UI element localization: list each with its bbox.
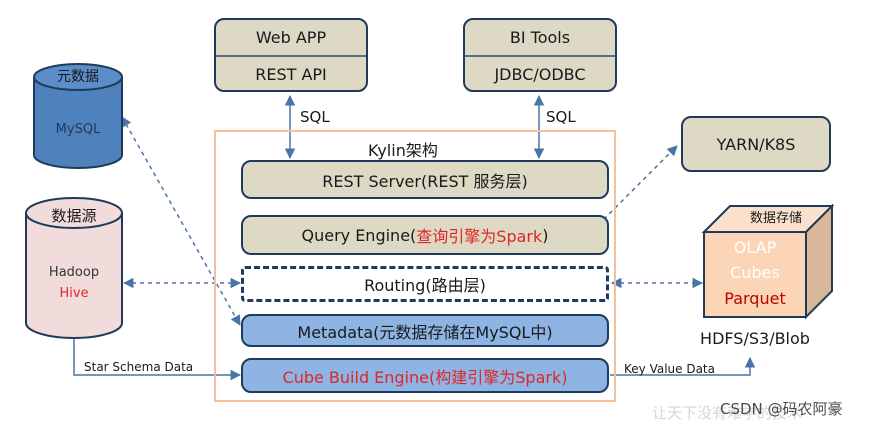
metadata-db-top: 元数据 <box>57 69 99 85</box>
key-value-label: Key Value Data <box>624 362 715 376</box>
data-source-line2: Hive <box>59 286 89 301</box>
data-source-line1: Hadoop <box>48 265 100 280</box>
sql-right-label: SQL <box>546 108 576 126</box>
storage-line3: Parquet <box>724 289 786 308</box>
routing-label: Routing(路由层) <box>364 276 486 295</box>
metadata-layer[interactable]: Metadata(元数据存储在MySQL中) <box>241 314 609 347</box>
watermark-faint: 让天下没有难学的技术 <box>652 404 803 422</box>
bi-tools-subtitle: JDBC/ODBC <box>465 55 615 90</box>
sql-left-label: SQL <box>300 108 330 126</box>
rest-server-layer[interactable]: REST Server(REST 服务层) <box>241 160 609 199</box>
routing-layer[interactable]: Routing(路由层) <box>241 266 609 302</box>
watermark-csdn: CSDN @码农阿豪 <box>720 400 843 418</box>
yarn-k8s-label: YARN/K8S <box>716 134 796 154</box>
web-app-subtitle: REST API <box>216 55 366 90</box>
query-engine-label-prefix: Query Engine( <box>301 225 417 245</box>
kylin-frame <box>214 130 616 402</box>
query-yarn-arrow <box>597 145 678 226</box>
cube-build-engine-label: Cube Build Engine(构建引擎为Spark) <box>282 367 568 387</box>
query-engine-label-highlight: 查询引擎为Spark <box>416 227 543 246</box>
storage-cube <box>701 203 835 320</box>
yarn-k8s-box[interactable]: YARN/K8S <box>681 116 831 172</box>
key-value-flow <box>610 356 756 376</box>
bi-tools-title: BI Tools <box>509 28 571 47</box>
storage-top: 数据存储 <box>749 211 802 226</box>
metadata-label: Metadata(元数据存储在MySQL中) <box>297 322 553 342</box>
metadata-db-body: MySQL <box>55 122 101 137</box>
storage-line1: OLAP <box>733 238 777 257</box>
star-schema-flow <box>73 337 242 381</box>
query-engine-layer[interactable]: Query Engine(查询引擎为Spark) <box>241 215 609 255</box>
mysql-cylinder <box>33 63 123 169</box>
storage-caption: HDFS/S3/Blob <box>700 329 810 348</box>
web-app-title: Web APP <box>255 28 327 47</box>
rest-server-label: REST Server(REST 服务层) <box>322 171 528 191</box>
star-schema-label: Star Schema Data <box>84 360 194 374</box>
hive-cylinder <box>25 197 123 339</box>
web-app-box[interactable]: Web APP REST API <box>214 18 368 92</box>
cube-build-engine-layer[interactable]: Cube Build Engine(构建引擎为Spark) <box>241 358 609 393</box>
query-engine-label-suffix: ) <box>542 225 549 245</box>
data-source-top: 数据源 <box>51 207 97 225</box>
bi-tools-box[interactable]: BI Tools JDBC/ODBC <box>463 18 617 92</box>
kylin-title: Kylin架构 <box>368 141 438 160</box>
storage-line2: Cubes <box>730 263 780 282</box>
